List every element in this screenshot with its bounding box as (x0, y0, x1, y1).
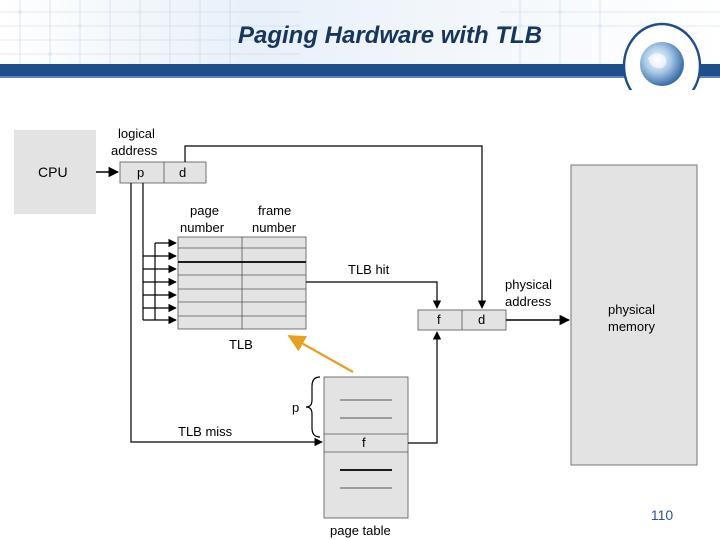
physical-address-d: d (478, 312, 485, 327)
globe-logo-icon (622, 22, 702, 90)
tlb-update-highlight-arrow (287, 335, 354, 373)
tlb-hit-label: TLB hit (348, 262, 390, 277)
page-title: Paging Hardware with TLB (237, 22, 543, 49)
cpu-label: CPU (38, 164, 68, 180)
header-band (0, 64, 720, 76)
logical-address-box (119, 161, 207, 184)
p-to-tlb-arrows (142, 183, 177, 325)
page-table-p-label: p (292, 400, 299, 415)
logical-address-d: d (179, 165, 186, 180)
logical-address-p: p (137, 165, 144, 180)
logical-address-label-line1: logical (118, 126, 155, 141)
physical-address-label-line1: physical (505, 277, 552, 292)
tlb-table (177, 236, 307, 330)
tlb-miss-arrow (130, 183, 323, 447)
page-table-label: page table (330, 523, 391, 538)
page-table-f: f (362, 435, 366, 450)
cpu-box (14, 130, 96, 214)
page-table-to-f-arrow (408, 331, 442, 444)
tlb-frame-number-line2: number (252, 220, 297, 235)
slide-header (0, 0, 720, 90)
slide-number: 110 (650, 507, 674, 523)
physical-address-label-line2: address (505, 294, 552, 309)
tlb-hit-arrow (306, 281, 442, 309)
tlb-page-number-line2: number (180, 220, 225, 235)
d-to-physical-address-arrow (184, 145, 487, 309)
tlb-frame-number-line1: frame (258, 203, 291, 218)
tlb-label: TLB (229, 337, 253, 352)
physical-memory-box (570, 164, 698, 466)
tlb-miss-label: TLB miss (178, 424, 233, 439)
physical-memory-label-line1: physical (608, 302, 655, 317)
logical-address-label-line2: address (111, 143, 158, 158)
physical-memory-label-line2: memory (608, 319, 655, 334)
physical-address-f: f (437, 312, 441, 327)
page-table (323, 376, 409, 519)
tlb-page-number-line1: page (190, 203, 219, 218)
p-brace (305, 376, 321, 438)
